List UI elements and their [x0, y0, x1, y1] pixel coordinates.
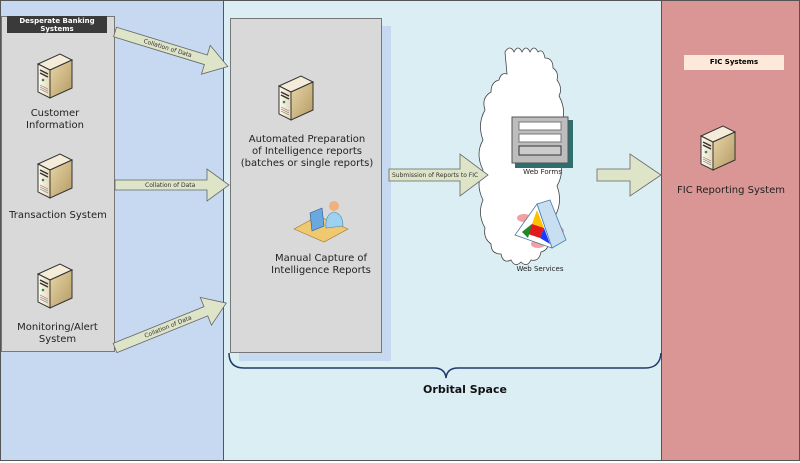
automated-line-1: Automated Preparation: [248, 134, 366, 145]
server-icon: [700, 125, 736, 171]
manual-capture-label: Manual Capture of Intelligence Reports: [256, 253, 386, 277]
fic-reporting-system-label: FIC Reporting System: [677, 185, 785, 196]
web-forms-icon: [511, 116, 573, 168]
server-icon: [37, 53, 73, 99]
collation-arrow-2: Collation of Data: [114, 168, 230, 202]
submission-arrow: Submission of Reports to FIC: [388, 153, 489, 197]
server-icon: [278, 75, 314, 121]
manual-line-2: Intelligence Reports: [271, 265, 371, 276]
server-icon: [37, 153, 73, 199]
fic-zone: [661, 0, 800, 461]
automated-line-2: of Intelligence reports: [252, 146, 362, 157]
collation-label-3: Collation of Data: [144, 314, 194, 339]
automated-preparation-label: Automated Preparation of Intelligence re…: [232, 134, 382, 170]
web-services-label: Web Services: [516, 265, 564, 273]
collation-arrow-3: Collation of Data: [112, 296, 227, 354]
automated-line-3: (batches or single reports): [240, 158, 374, 169]
fic-systems-header: FIC Systems: [684, 55, 784, 70]
processing-panel: [230, 18, 382, 353]
system-label-monitoring: Monitoring/Alert System: [17, 322, 98, 345]
manual-line-1: Manual Capture of: [274, 253, 368, 264]
system-label-transaction: Transaction System: [9, 210, 107, 221]
fic-output-arrow: [596, 153, 662, 197]
orbital-bracket: [228, 352, 662, 379]
collation-arrow-1: Collation of Data: [113, 26, 229, 75]
system-label-customer: Customer Information: [26, 108, 84, 131]
server-icon: [37, 263, 73, 309]
banking-systems-header: Desperate Banking Systems: [7, 16, 107, 33]
orbital-space-label: Orbital Space: [423, 383, 507, 396]
submission-label: Submission of Reports to FIC: [392, 172, 478, 179]
web-forms-label: Web Forms: [523, 168, 562, 176]
web-services-icon: [514, 199, 567, 249]
collation-label-2: Collation of Data: [145, 182, 196, 189]
manual-capture-icon: [293, 201, 349, 243]
